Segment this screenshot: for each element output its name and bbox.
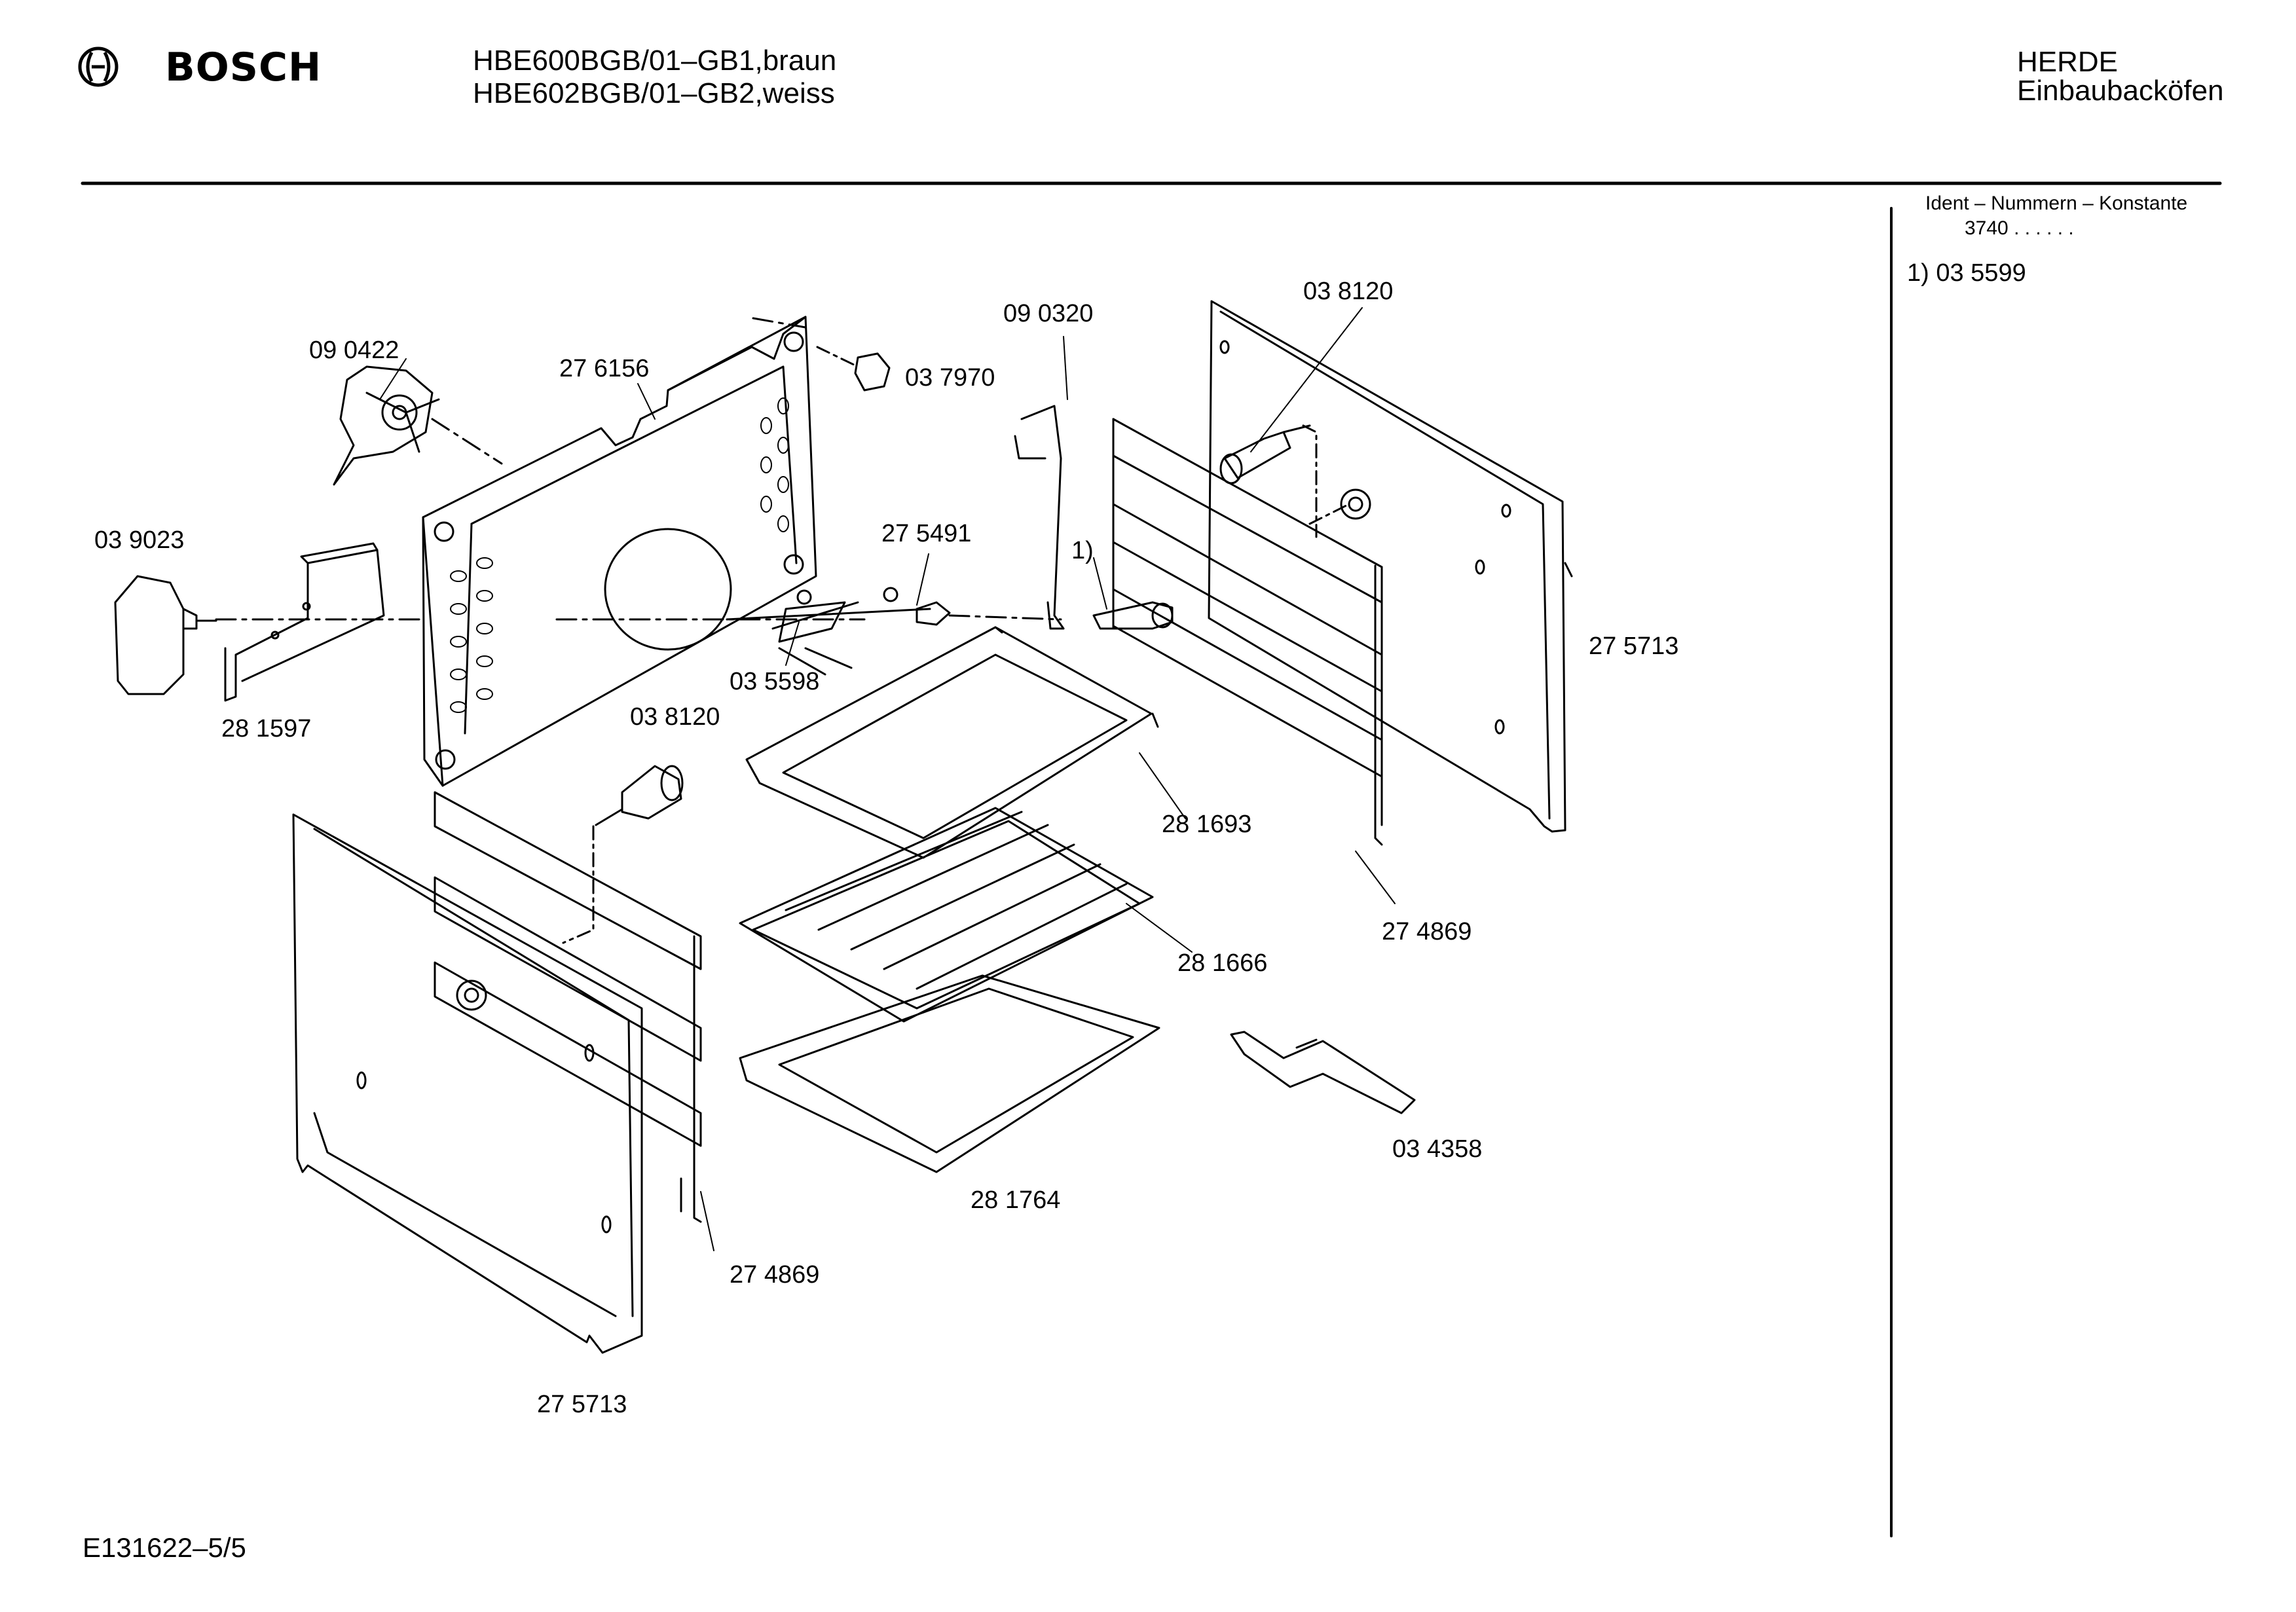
part-label-281693: 28 1693 [1162,811,1252,838]
model-line-2: HBE602BGB/01–GB2,weiss [473,77,835,109]
part-label-038120-left: 03 8120 [630,703,720,731]
left-shelf-support-drawing [435,792,701,1222]
part-label-038120-top: 03 8120 [1303,278,1394,305]
ident-label: Ident – Nummern – Konstante [1925,192,2188,214]
ident-value: 3740 . . . . . . [1965,217,2074,239]
spit-drawing [557,588,1061,674]
motor-mount-drawing [334,367,502,485]
back-panel-drawing [423,317,816,786]
document-id: E131622–5/5 [83,1532,246,1563]
part-label-274869-right: 27 4869 [1382,918,1472,945]
footnote-marker: 1) [1071,537,1094,564]
part-label-090320: 09 0320 [1003,300,1094,327]
lamp-drawing [1221,426,1349,537]
part-label-037970: 03 7970 [905,364,995,392]
bosch-logo-icon [77,46,119,88]
category-title: HERDE [2017,46,2119,78]
footnote-part: 1) 03 5599 [1907,259,2026,287]
part-label-281597: 28 1597 [221,715,312,742]
part-label-276156: 27 6156 [559,355,650,382]
right-side-panel-drawing [1209,301,1572,832]
part-label-281764: 28 1764 [971,1186,1061,1214]
part-label-090422: 09 0422 [309,337,399,364]
knob-drawing [817,347,889,390]
part-label-034358: 03 4358 [1392,1135,1483,1163]
part-label-274869-left: 27 4869 [730,1261,820,1289]
part-label-039023: 03 9023 [94,526,185,554]
part-label-275713-left: 27 5713 [537,1391,627,1418]
category-subtitle: Einbaubacköfen [2017,75,2224,107]
model-line-1: HBE600BGB/01–GB1,braun [473,45,837,77]
hook-drawing [1231,1032,1415,1113]
wire-rack-drawing [740,808,1153,1021]
motor-and-bracket-drawing [115,543,419,701]
part-label-275713-right: 27 5713 [1589,632,1679,660]
part-label-281666: 28 1666 [1177,949,1268,977]
part-label-275491: 27 5491 [881,520,972,547]
deep-tray-drawing [740,976,1159,1172]
brand-name: BOSCH [165,45,322,90]
leader-lines [380,308,1395,1251]
baking-tray-drawing [747,627,1158,858]
left-lamp-drawing [563,766,682,943]
part-label-035598: 03 5598 [730,668,820,695]
right-shelf-support-drawing [1113,419,1382,845]
